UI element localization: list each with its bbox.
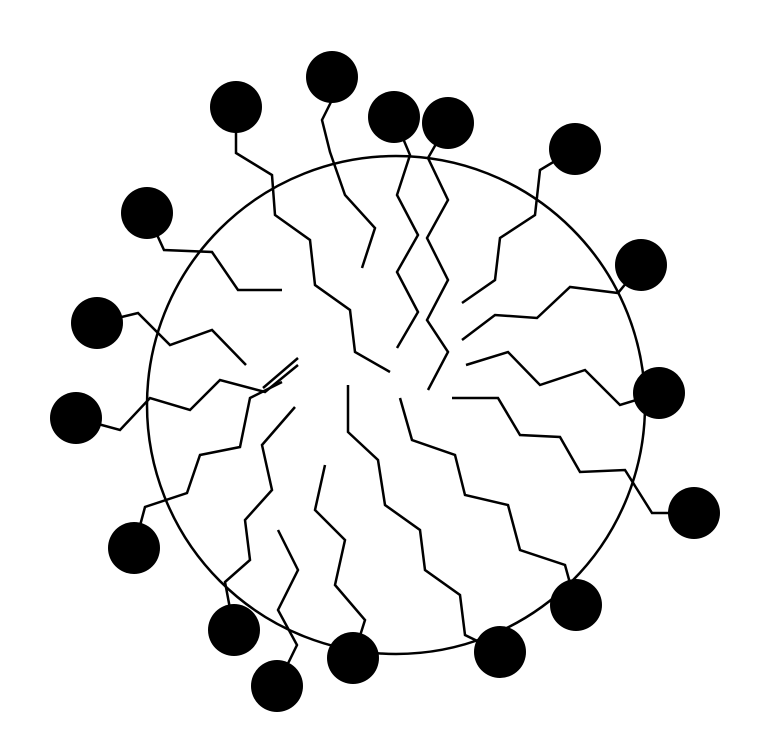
hydrophobic-tail bbox=[392, 116, 420, 349]
hydrophobic-tail bbox=[452, 396, 694, 515]
surfactant-molecule bbox=[465, 350, 685, 419]
hydrophilic-head bbox=[71, 297, 123, 349]
micelle-boundary bbox=[145, 154, 647, 656]
hydrophobic-tail bbox=[234, 107, 391, 374]
hydrophilic-head bbox=[251, 660, 303, 712]
hydrophobic-tail bbox=[425, 122, 450, 391]
surfactant-molecule bbox=[71, 297, 247, 366]
hydrophilic-head bbox=[668, 487, 720, 539]
surfactant-molecule bbox=[108, 380, 283, 574]
tail-fragment bbox=[262, 357, 299, 389]
hydrophobic-tail bbox=[223, 406, 296, 631]
surfactant-molecule bbox=[398, 397, 602, 631]
hydrophobic-tail bbox=[75, 364, 299, 432]
hydrophobic-tail bbox=[145, 212, 282, 292]
hydrophobic-tail bbox=[275, 529, 300, 687]
surfactant-molecule bbox=[422, 97, 474, 391]
hydrophobic-tail bbox=[461, 264, 642, 341]
surfactant-molecule bbox=[346, 385, 526, 678]
hydrophobic-tail bbox=[465, 350, 660, 407]
hydrophilic-head bbox=[210, 81, 262, 133]
hydrophilic-head bbox=[306, 51, 358, 103]
hydrophilic-head bbox=[121, 187, 173, 239]
hydrophobic-tail bbox=[313, 464, 367, 659]
hydrophilic-head bbox=[549, 123, 601, 175]
surfactant-molecule bbox=[121, 187, 282, 292]
hydrophilic-head bbox=[474, 626, 526, 678]
hydrophilic-head bbox=[108, 522, 160, 574]
hydrophobic-tail bbox=[398, 397, 578, 606]
hydrophobic-tail bbox=[96, 311, 247, 366]
hydrophilic-head bbox=[327, 632, 379, 684]
hydrophilic-head bbox=[368, 91, 420, 143]
hydrophobic-tail bbox=[132, 380, 283, 549]
hydrophilic-head bbox=[50, 392, 102, 444]
surfactant-molecules bbox=[50, 51, 720, 712]
surfactant-molecule bbox=[461, 123, 601, 305]
hydrophilic-head bbox=[633, 367, 685, 419]
hydrophobic-tail bbox=[320, 77, 377, 269]
surfactant-molecule bbox=[313, 464, 379, 684]
hydrophilic-head bbox=[422, 97, 474, 149]
hydrophilic-head bbox=[615, 239, 667, 291]
surfactant-molecule bbox=[210, 81, 391, 374]
surfactant-molecule bbox=[461, 239, 667, 341]
hydrophobic-tail bbox=[461, 147, 576, 305]
surfactant-molecule bbox=[262, 357, 299, 389]
surfactant-molecule bbox=[452, 396, 720, 539]
hydrophilic-head bbox=[208, 604, 260, 656]
surfactant-molecule bbox=[306, 51, 377, 269]
hydrophilic-head bbox=[550, 579, 602, 631]
surfactant-molecule bbox=[50, 364, 299, 444]
surfactant-molecule bbox=[368, 91, 420, 349]
surfactant-molecule bbox=[208, 406, 296, 656]
hydrophobic-tail bbox=[346, 385, 501, 654]
surfactant-molecule bbox=[251, 529, 303, 712]
